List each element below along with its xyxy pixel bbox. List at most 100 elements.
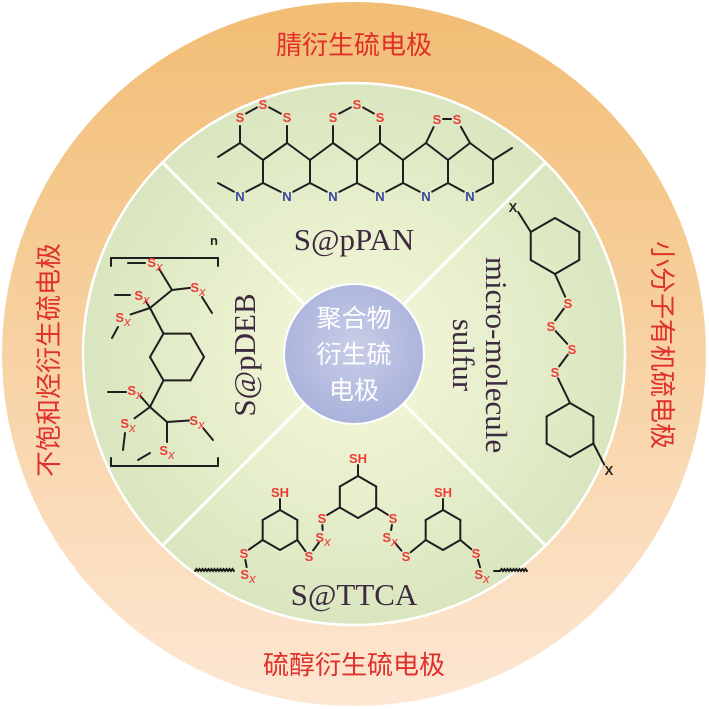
bond [312,541,320,552]
sx-atom-label: Sx [115,310,131,329]
ring-bond [338,475,359,488]
bond [296,539,307,553]
ring-bond [149,356,165,382]
bond [393,541,403,552]
s-atom-label: S [547,319,556,334]
x-atom-label: X [605,463,614,478]
bond [592,442,606,466]
bond [171,286,192,291]
bond [309,182,328,193]
ring-label-left: 不饱和烃衍生硫电极 [35,243,65,477]
bond [517,211,532,233]
ring-bond [338,506,359,519]
ring-bond [529,259,556,275]
bond [217,142,241,158]
s-atom-label: S [472,546,481,561]
s-atom-label: S [402,549,411,564]
bond [332,142,358,161]
s-atom-label: S [551,365,560,380]
wavy-bond [499,567,528,573]
x-atom-label: X [509,200,518,215]
sh-atom-label: SH [271,485,289,500]
s-atom-label: S [236,110,245,125]
bond [129,307,151,316]
bond [239,142,264,161]
bond [262,182,282,193]
s-s-bond [268,106,282,115]
sx-subscript: x [135,387,143,402]
center-label-line-1: 聚合物 [316,304,391,333]
s-atom-label: S [283,110,292,125]
sx-subscript: x [197,417,205,432]
ring-label-right: 小分子有机硫电极 [646,241,676,449]
bond [356,182,375,193]
bond [356,142,381,161]
sh-atom-label: SH [434,485,452,500]
bond [137,452,151,461]
bond [431,182,449,193]
ring-bond [261,509,281,521]
ring-bond [357,475,378,488]
bond [390,523,393,532]
sx-subscript: x [142,292,150,307]
sector-dividers [161,161,547,547]
sx-subscript: x [390,534,398,549]
sx-atom-label: Sx [134,288,150,307]
sx-subscript: x [482,571,490,586]
n-atom-label: N [375,189,384,204]
s-atom-label: S [259,97,268,112]
bond [554,273,567,298]
s-atom-label: S [353,97,362,112]
ring-bond [569,402,595,418]
bond [409,539,427,554]
bond [385,182,404,193]
sector-label-pdeb: S@pDEB [227,293,262,416]
sx-subscript: x [155,259,163,274]
s-atom-label: S [305,549,314,564]
bond [292,182,311,193]
sx-atom-label: Sx [474,567,490,586]
sx-atom-label: Sx [382,530,398,549]
bond [262,142,288,161]
s-atom-label: S [568,342,577,357]
wavy-bond [194,567,235,573]
s-atom-label: S [389,511,398,526]
sx-subscript: x [248,571,256,586]
ring-bond [189,332,205,358]
bond [201,296,213,314]
s-atom-label: S [453,112,462,127]
sector-label-ttca: S@TTCA [291,577,418,612]
n-atom-label: n [210,233,218,248]
sx-atom-label: Sx [315,530,331,549]
bond [149,379,165,408]
sx-subscript: x [123,314,131,329]
bond [166,419,191,423]
bond [475,182,494,193]
sector-label-ppan: S@pPAN [294,222,414,257]
bond [245,182,264,193]
bond [309,142,334,161]
bond [425,142,449,161]
bond [202,427,214,441]
divider-bottom-left [161,402,306,547]
divider-bottom-right [402,402,547,547]
divider-top-right [402,161,547,306]
ring-bond [545,402,571,418]
molecule-bonds [107,106,606,573]
s-s-bond [338,106,352,115]
ring-bond [424,539,444,551]
center-label-line-3: 电极 [329,376,379,405]
sx-atom-label: Sx [240,567,256,586]
bond [557,377,571,404]
bond [558,353,569,368]
s-atom-label: S [564,296,573,311]
s-atom-label: S [240,546,249,561]
bond [554,330,569,345]
sx-atom-label: Sx [190,280,206,299]
sx-atom-label: Sx [189,413,205,432]
n-atom-label: N [282,189,291,204]
n-atom-label: N [328,189,337,204]
s-atom-label: S [433,112,442,127]
bond [459,125,471,144]
